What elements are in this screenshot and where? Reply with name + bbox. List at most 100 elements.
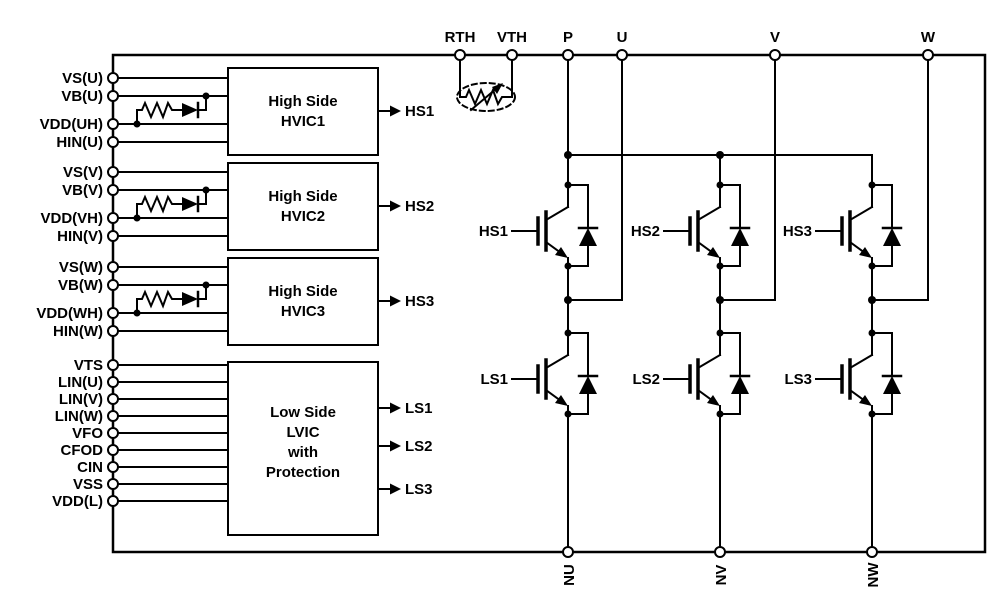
pin-terminal (107, 212, 119, 224)
pin-terminal (107, 230, 119, 242)
pin-label: VB(V) (62, 182, 103, 199)
pin-terminal (769, 49, 781, 61)
pin-label: VFO (72, 425, 103, 442)
output-label: HS3 (405, 293, 434, 310)
collector-lead (544, 353, 570, 370)
output-label: LS3 (405, 481, 433, 498)
pin-label: VS(W) (59, 259, 103, 276)
freewheel-diode (731, 376, 749, 394)
pin-terminal (107, 376, 119, 388)
pin-cin: CIN (77, 459, 229, 476)
pin-terminal (107, 478, 119, 490)
pin-vb-v: VB(V) (62, 182, 229, 199)
output-label: HS1 (405, 103, 434, 120)
igbt-label: HS2 (631, 223, 660, 240)
junction-dot (564, 262, 572, 270)
pin-terminal (107, 118, 119, 130)
pin-vts: VTS (74, 357, 229, 374)
terminal-rth: RTH (445, 29, 475, 61)
pin-terminal (107, 184, 119, 196)
junction-dot (202, 92, 210, 100)
pin-vb-w: VB(W) (58, 277, 229, 294)
pin-label: VTS (74, 357, 103, 374)
pin-cfod: CFOD (61, 442, 229, 459)
pin-label: LIN(U) (58, 374, 103, 391)
left-pins: VS(U) VB(U) VDD(UH) HIN(U) VS(V) VB(V) V… (36, 70, 229, 510)
pin-terminal (107, 325, 119, 337)
pin-hin-v: HIN(V) (57, 228, 229, 245)
arrowhead (390, 440, 401, 452)
pin-label: LIN(V) (59, 391, 103, 408)
junction-dot (716, 410, 724, 418)
terminal-label: NW (865, 562, 882, 588)
terminal-label: VTH (497, 29, 527, 46)
pin-vb-u: VB(U) (61, 88, 229, 105)
block-title: HVIC2 (281, 208, 325, 225)
block-hvic3: High Side HVIC3 HS3 (227, 257, 434, 346)
pin-terminal (107, 427, 119, 439)
terminal-label: P (563, 29, 573, 46)
pin-terminal (107, 90, 119, 102)
pin-label: HIN(U) (56, 134, 103, 151)
emitter-arrow (859, 247, 872, 258)
output-label: LS1 (405, 400, 433, 417)
block-box (227, 361, 379, 536)
emitter-arrow (859, 395, 872, 406)
pin-terminal (562, 546, 574, 558)
pin-terminal (107, 444, 119, 456)
block-box (227, 257, 379, 346)
terminal-label: V (770, 29, 780, 46)
terminal-p: P (562, 29, 574, 61)
pin-terminal (107, 410, 119, 422)
bottom-terminals: NU NV NW (561, 546, 882, 588)
junction-dot (564, 410, 572, 418)
pin-terminal (866, 546, 878, 558)
pin-terminal (107, 461, 119, 473)
pin-terminal (714, 546, 726, 558)
igbt-label: LS1 (480, 371, 508, 388)
pin-terminal (107, 307, 119, 319)
junction-dot (202, 186, 210, 194)
pin-terminal (107, 279, 119, 291)
pin-terminal (107, 495, 119, 507)
pin-terminal (107, 261, 119, 273)
resistor-symbol (136, 100, 178, 120)
pin-label: CFOD (61, 442, 104, 459)
phase-w-line (868, 59, 929, 304)
junction-dot (868, 410, 876, 418)
terminal-label: U (617, 29, 628, 46)
block-title: Low Side (270, 404, 336, 421)
pin-hin-w: HIN(W) (53, 323, 229, 340)
arrowhead (390, 105, 401, 117)
pin-terminal (107, 166, 119, 178)
pin-vs-v: VS(V) (63, 164, 229, 181)
diode-symbol (182, 292, 198, 306)
pin-label: CIN (77, 459, 103, 476)
terminal-vth: VTH (497, 29, 527, 61)
igbt-hs1: HS1 (479, 59, 599, 356)
collector-lead (696, 205, 722, 222)
pin-terminal (107, 393, 119, 405)
terminal-label: NU (561, 564, 578, 586)
pin-terminal (616, 49, 628, 61)
p-bus (564, 151, 873, 159)
arrowhead (390, 295, 401, 307)
pin-terminal (454, 49, 466, 61)
block-title: High Side (268, 188, 337, 205)
freewheel-diode (883, 228, 901, 246)
bootstrap-circuit-u (133, 92, 210, 128)
terminal-v: V (769, 29, 781, 61)
collector-lead (848, 353, 874, 370)
igbt-hs3: HS3 (783, 154, 903, 356)
terminal-label: W (921, 29, 936, 46)
pin-label: VB(U) (61, 88, 103, 105)
emitter-arrow (707, 395, 720, 406)
pin-label: VS(V) (63, 164, 103, 181)
thermistor-resistor-symbol (459, 87, 513, 107)
schematic: VS(U) VB(U) VDD(UH) HIN(U) VS(V) VB(V) V… (36, 29, 987, 588)
terminal-w: W (921, 29, 936, 61)
igbt-label: HS3 (783, 223, 812, 240)
pin-label: LIN(W) (55, 408, 103, 425)
pin-vdd-l: VDD(L) (52, 493, 229, 510)
pin-terminal (562, 49, 574, 61)
